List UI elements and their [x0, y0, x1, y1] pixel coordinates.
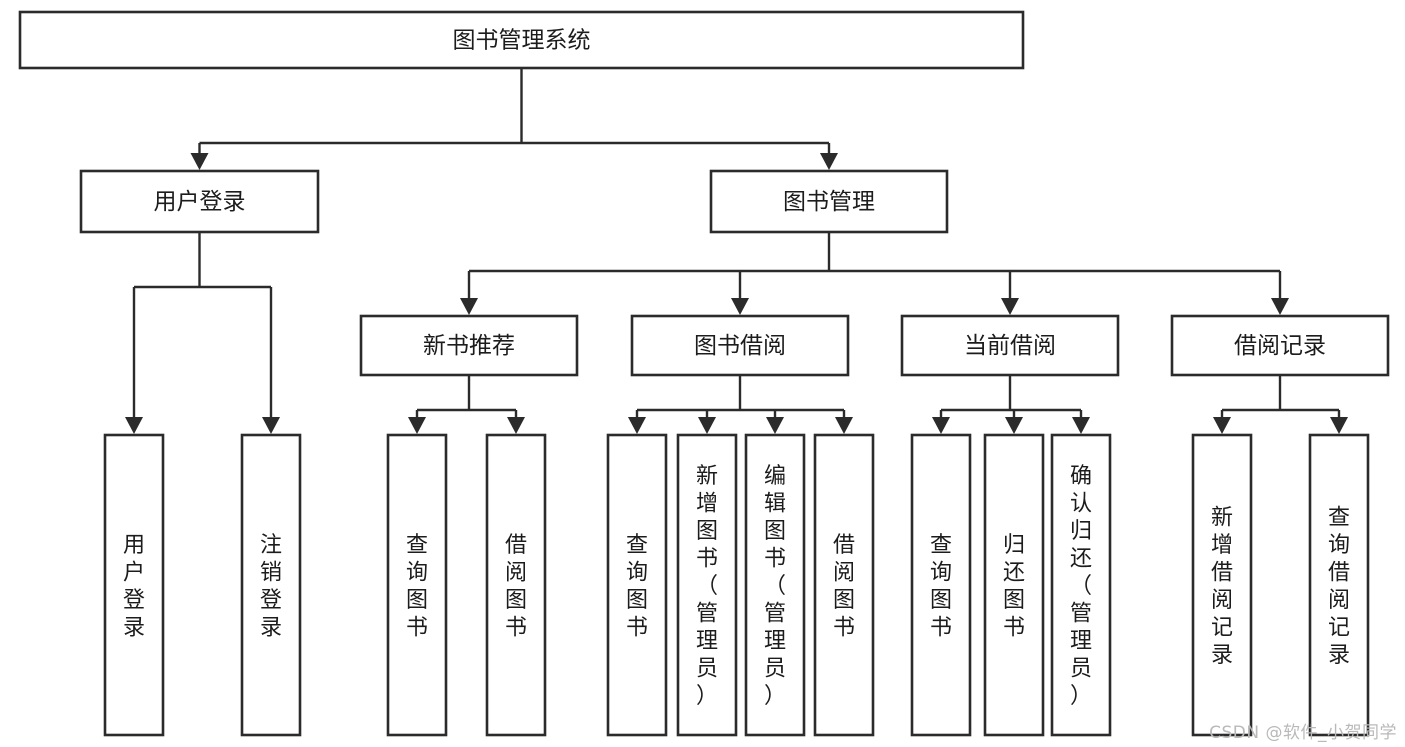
node-box-l-query-book-1 — [386, 433, 448, 737]
node-l-return-book[interactable]: 归还图书 — [983, 433, 1045, 737]
node-box-l-edit-book — [744, 433, 806, 737]
node-l-add-record[interactable]: 新增借阅记录 — [1191, 433, 1253, 737]
csdn-watermark: CSDN @软件_小贺同学 — [1209, 723, 1397, 743]
node-l-borrow-book-2[interactable]: 借阅图书 — [813, 433, 875, 737]
node-label-l-return-book: 归还图书 — [1003, 533, 1025, 641]
connector-layer — [125, 68, 1348, 434]
arrow-head-leaf-logout — [262, 417, 280, 434]
node-new-book-rec[interactable]: 新书推荐 — [359, 314, 579, 377]
node-box-l-query-book-3 — [910, 433, 972, 737]
arrow-head-l-query-book-2 — [628, 417, 646, 434]
arrow-head-leaf-user-login — [125, 417, 143, 434]
node-box-l-add-record — [1191, 433, 1253, 737]
arrow-head-l-add-book — [698, 417, 716, 434]
node-label-book-borrow: 图书借阅 — [694, 333, 786, 359]
node-current-borrow[interactable]: 当前借阅 — [900, 314, 1120, 377]
arrow-head-l-borrow-book-1 — [507, 417, 525, 434]
node-box-current-borrow — [900, 314, 1120, 377]
node-label-leaf-logout: 注销登录 — [260, 533, 282, 641]
node-label-leaf-user-login: 用户登录 — [123, 533, 145, 641]
node-book-manage[interactable]: 图书管理 — [709, 169, 949, 234]
arrow-head-book-borrow — [731, 298, 749, 315]
node-layer: 图书管理系统用户登录图书管理新书推荐图书借阅当前借阅借阅记录用户登录注销登录查询… — [18, 10, 1390, 737]
node-leaf-user-login[interactable]: 用户登录 — [103, 433, 165, 737]
node-box-l-borrow-book-1 — [485, 433, 547, 737]
arrow-head-book-manage — [820, 153, 838, 170]
node-box-leaf-user-login — [103, 433, 165, 737]
node-label-l-query-book-3: 查询图书 — [930, 533, 952, 641]
arrow-head-current-borrow — [1001, 298, 1019, 315]
arrow-head-l-query-record — [1330, 417, 1348, 434]
node-l-add-book[interactable]: 新增图书（管理员） — [676, 433, 738, 737]
node-label-l-query-book-2: 查询图书 — [626, 533, 648, 641]
node-box-l-return-book — [983, 433, 1045, 737]
node-label-l-edit-book: 编辑图书（管理员） — [764, 464, 786, 709]
node-root[interactable]: 图书管理系统 — [18, 10, 1025, 70]
node-label-root: 图书管理系统 — [453, 28, 591, 54]
node-l-confirm-return[interactable]: 确认归还（管理员） — [1050, 433, 1112, 737]
node-user-login[interactable]: 用户登录 — [79, 169, 320, 234]
node-label-l-add-book: 新增图书（管理员） — [696, 464, 718, 709]
node-box-leaf-logout — [240, 433, 302, 737]
node-l-borrow-book-1[interactable]: 借阅图书 — [485, 433, 547, 737]
node-label-l-add-record: 新增借阅记录 — [1211, 505, 1233, 668]
arrow-head-l-add-record — [1213, 417, 1231, 434]
node-box-root — [18, 10, 1025, 70]
node-box-borrow-record — [1170, 314, 1390, 377]
arrow-head-l-return-book — [1005, 417, 1023, 434]
node-label-new-book-rec: 新书推荐 — [423, 333, 515, 359]
node-label-borrow-record: 借阅记录 — [1234, 333, 1326, 359]
node-box-l-borrow-book-2 — [813, 433, 875, 737]
node-label-l-query-record: 查询借阅记录 — [1328, 505, 1350, 668]
node-l-edit-book[interactable]: 编辑图书（管理员） — [744, 433, 806, 737]
node-l-query-book-1[interactable]: 查询图书 — [386, 433, 448, 737]
node-l-query-record[interactable]: 查询借阅记录 — [1308, 433, 1370, 737]
node-box-user-login — [79, 169, 320, 234]
node-box-book-borrow — [630, 314, 850, 377]
node-label-l-borrow-book-2: 借阅图书 — [833, 533, 855, 641]
node-box-l-query-record — [1308, 433, 1370, 737]
node-box-l-confirm-return — [1050, 433, 1112, 737]
arrow-head-l-query-book-1 — [408, 417, 426, 434]
node-l-query-book-2[interactable]: 查询图书 — [606, 433, 668, 737]
arrow-head-user-login — [190, 153, 209, 170]
arrow-head-borrow-record — [1271, 298, 1289, 315]
arrow-head-new-book-rec — [460, 298, 478, 315]
arrow-head-l-borrow-book-2 — [835, 417, 853, 434]
node-borrow-record[interactable]: 借阅记录 — [1170, 314, 1390, 377]
node-box-book-manage — [709, 169, 949, 234]
node-box-new-book-rec — [359, 314, 579, 377]
node-l-query-book-3[interactable]: 查询图书 — [910, 433, 972, 737]
node-label-current-borrow: 当前借阅 — [964, 333, 1056, 359]
arrow-head-l-confirm-return — [1072, 417, 1090, 434]
node-box-l-add-book — [676, 433, 738, 737]
node-label-l-borrow-book-1: 借阅图书 — [505, 533, 527, 641]
node-book-borrow[interactable]: 图书借阅 — [630, 314, 850, 377]
arrow-head-l-edit-book — [766, 417, 784, 434]
node-leaf-logout[interactable]: 注销登录 — [240, 433, 302, 737]
node-label-book-manage: 图书管理 — [783, 189, 875, 215]
node-label-l-query-book-1: 查询图书 — [406, 533, 428, 641]
node-box-l-query-book-2 — [606, 433, 668, 737]
arrow-head-l-query-book-3 — [932, 417, 950, 434]
node-label-user-login: 用户登录 — [154, 189, 246, 215]
node-label-l-confirm-return: 确认归还（管理员） — [1070, 464, 1092, 709]
